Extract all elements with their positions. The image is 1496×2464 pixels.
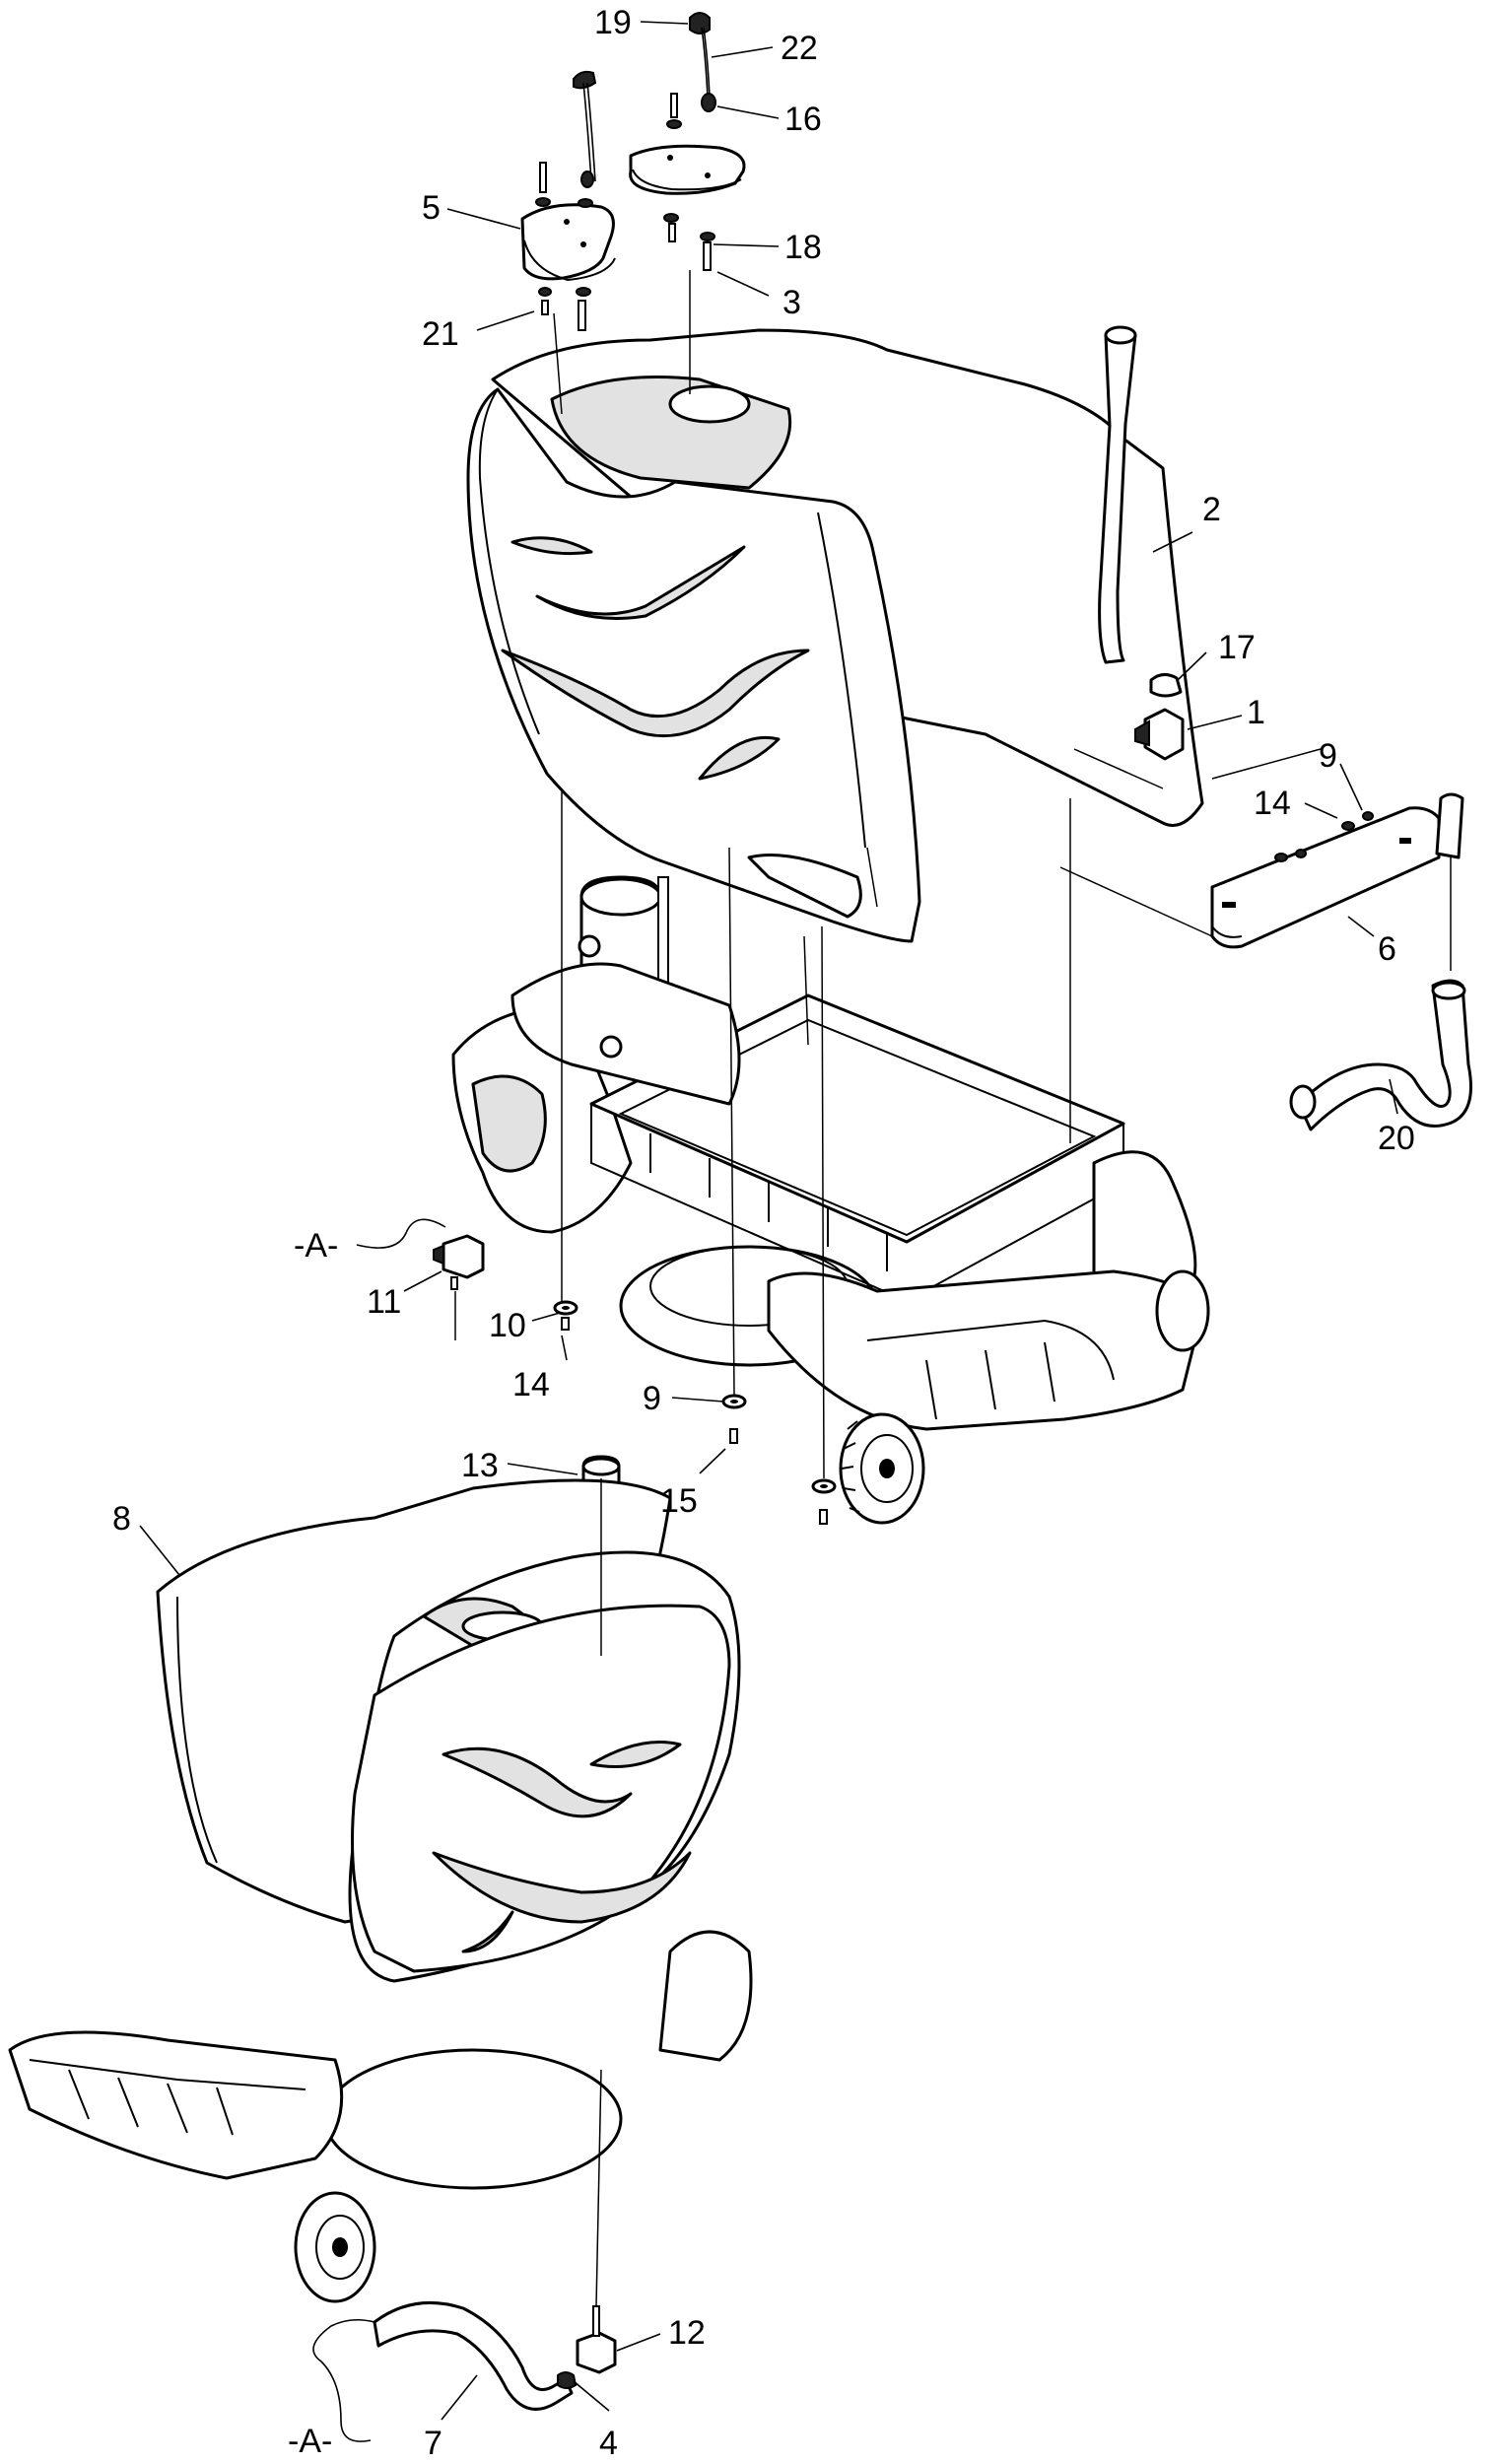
assembled-wave-2 [442,1746,633,1818]
part-12-valve [576,2331,617,2374]
hood-front-panel [466,387,921,943]
callout-5: 5 [422,189,441,227]
callout-9-top: 9 [1319,737,1337,775]
assembled-wave-1 [589,1741,682,1768]
part-19-connector [689,12,711,34]
assembled-machine [8,1478,753,2411]
callout-10: 10 [489,1307,526,1344]
hood-wave-4 [698,735,781,781]
right-pad [629,144,746,195]
left-cable-connector [573,70,597,90]
callout-20: 20 [1378,1120,1415,1157]
callout-15: 15 [660,1482,698,1520]
alignment-lines [454,270,1452,2307]
hose-group [1098,325,1185,761]
callout-2: 2 [1202,491,1221,528]
callout-19: 19 [594,4,632,41]
part-22-cable [703,27,711,98]
part-5-pad-left [520,203,615,281]
assembled-wave-3 [432,1851,692,1924]
part-20-hose [1297,979,1472,1131]
callout-A-upper: -A- [294,1227,338,1265]
part-7-hose [373,2301,574,2411]
callout-12: 12 [668,2314,706,2352]
part-17-clamp [1149,673,1183,698]
assembled-wheel [294,2191,376,2303]
top-hardware-group [520,12,746,331]
callout-16: 16 [784,101,822,138]
assembled-scrub-deck [323,2048,623,2190]
hood-wave-3 [501,649,810,738]
bracket-group [1210,792,1472,1131]
bolts-group [535,93,715,331]
callout-A-lower: -A- [288,2423,332,2460]
hood-wave-1 [510,536,593,556]
callout-8: 8 [112,1500,131,1538]
callout-21: 21 [422,315,459,353]
part-1-elbow [1143,708,1185,761]
part-16-terminal [701,93,716,112]
callout-22: 22 [781,30,818,67]
callout-1: 1 [1247,694,1265,731]
chassis-wheel [839,1412,925,1525]
callout-14-top: 14 [1254,785,1291,822]
chassis-assembly [451,875,1210,1525]
leader-lines [139,21,1398,2442]
hood-wave-2 [535,545,746,620]
part-6-bracket [1210,806,1441,949]
callout-3: 3 [782,284,801,321]
callout-4: 4 [599,2425,618,2462]
callout-9-mid: 9 [643,1380,661,1417]
callout-7: 7 [424,2425,442,2462]
callouts: 19 22 16 5 18 3 21 2 17 1 9 14 6 20 -A- … [112,4,1415,2462]
assembled-wave-4 [461,1910,514,1953]
callout-17: 17 [1218,629,1256,666]
callout-18: 18 [784,229,822,266]
callout-13: 13 [461,1447,499,1484]
upper-hood-assembly [466,328,1204,943]
callout-6: 6 [1378,930,1396,968]
callout-11: 11 [367,1283,401,1321]
part-11-switch [442,1234,485,1279]
part-4-clamp [557,2371,578,2389]
callout-14-mid: 14 [512,1366,550,1403]
